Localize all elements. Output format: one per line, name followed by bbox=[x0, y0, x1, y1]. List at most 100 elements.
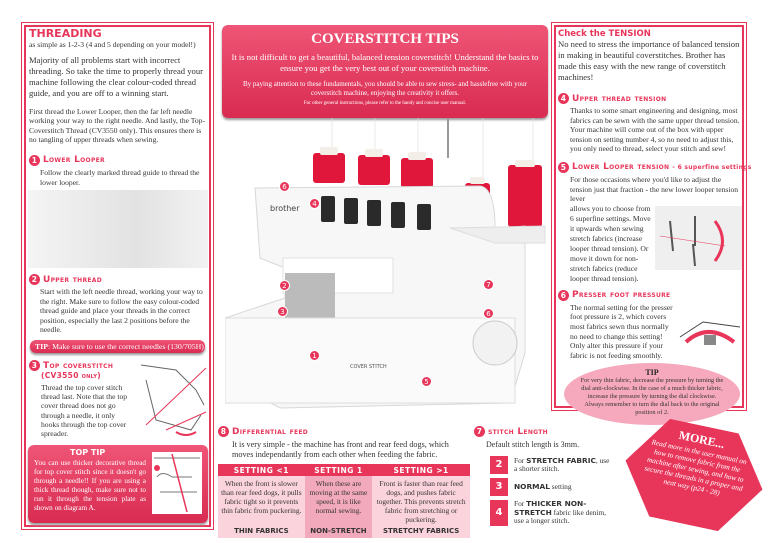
heading-text: stitch Length bbox=[488, 426, 548, 437]
top-coverstitch-sub: (CV3550 only) bbox=[41, 371, 102, 380]
row-pre: For bbox=[514, 455, 527, 465]
row-bold: THICKER NON-STRETCH bbox=[514, 499, 587, 517]
cell-text: When these are moving at the same speed,… bbox=[304, 476, 373, 524]
cell-footer: NON-STRETCH bbox=[304, 524, 373, 538]
cell-text: Front is faster than rear feed dogs, and… bbox=[372, 476, 470, 524]
tip-label: TIP bbox=[35, 342, 48, 351]
heading-text: Differential feed bbox=[232, 426, 309, 437]
tension-title: Check the TENSION bbox=[558, 29, 651, 39]
machine-marker: 5 bbox=[421, 376, 432, 387]
step-number: 3 bbox=[29, 360, 40, 371]
row-bold: NORMAL bbox=[514, 481, 550, 491]
threading-panel bbox=[21, 22, 214, 530]
threading-order: First thread the Lower Looper, then the … bbox=[29, 106, 205, 145]
top-tip-title: TOP TIP bbox=[70, 448, 106, 457]
machine-marker: 6 bbox=[483, 308, 494, 319]
lower-looper-tension-body: For those occasions where you'd like to … bbox=[570, 175, 742, 284]
differential-feed-text: It is very simple - the machine has fron… bbox=[232, 440, 449, 459]
machine-brand: brother bbox=[270, 204, 300, 213]
stitch-length-text: Default stitch length is 3mm. bbox=[486, 440, 580, 449]
threading-subtitle: as simple as 1-2-3 (4 and 5 depending on… bbox=[29, 40, 196, 49]
pressure-tip-text: For very thin fabric, decrease the press… bbox=[580, 377, 724, 416]
row-text: For THICKER NON-STRETCH fabric like deni… bbox=[514, 499, 614, 526]
stitch-value: 4 bbox=[490, 500, 508, 526]
coverstitch-tips-banner: COVERSTITCH TIPS It is not difficult to … bbox=[222, 25, 548, 118]
banner-lead: It is not difficult to get a beautiful, … bbox=[231, 52, 539, 73]
cell-footer: THIN FABRICS bbox=[218, 524, 305, 538]
step-number: 5 bbox=[558, 161, 569, 173]
row-post: , use a shorter stitch. bbox=[514, 455, 610, 473]
row-text: For STRETCH FABRIC, use a shorter stitch… bbox=[514, 455, 614, 474]
stitch-value: 3 bbox=[490, 478, 508, 496]
heading-text: Lower Looper tension bbox=[572, 162, 670, 173]
col-header: SETTING >1 bbox=[372, 464, 470, 476]
lower-looper-tension-text-2: allows you to choose from 6 superfine se… bbox=[570, 203, 651, 283]
upper-thread-tension-text: Thanks to some smart engineering and des… bbox=[570, 106, 740, 154]
coverstitch-machine-image: brother COVER STITCH bbox=[225, 118, 546, 409]
machine-marker: 7 bbox=[483, 279, 494, 290]
looper-lever-image bbox=[655, 205, 742, 270]
heading-text: Upper thread tension bbox=[572, 93, 667, 104]
pressure-tip-title: TIP bbox=[645, 368, 659, 378]
col-header: SETTING 1 bbox=[304, 464, 373, 476]
top-coverstitch-text: Thread the top cover stitch thread last.… bbox=[41, 383, 128, 439]
stitch-length-row: 3 NORMAL setting bbox=[490, 478, 614, 496]
machine-marker: 3 bbox=[277, 306, 288, 317]
step-number: 4 bbox=[558, 93, 569, 104]
threading-title: THREADING bbox=[29, 27, 102, 40]
presser-foot-body: The normal setting for the presser foot … bbox=[570, 303, 742, 361]
heading-text: Presser foot pressure bbox=[572, 290, 671, 301]
upper-thread-text: Start with the left needle thread, worki… bbox=[40, 287, 203, 335]
col-header: SETTING <1 bbox=[218, 464, 305, 476]
heading-suffix: - 6 superfine settings bbox=[672, 163, 752, 171]
row-post: fabric like denim, use a longer stitch. bbox=[514, 507, 606, 525]
step-number: 2 bbox=[29, 274, 40, 285]
machine-marker: 6 bbox=[279, 181, 290, 192]
banner-note: For other general instructions, please r… bbox=[303, 101, 467, 106]
tension-plate-diagram bbox=[152, 452, 202, 514]
cell-text: When the front is slower than rear feed … bbox=[218, 476, 305, 524]
machine-model: COVER STITCH bbox=[350, 364, 387, 370]
heading-text: Top coverstitch bbox=[43, 360, 114, 371]
heading-text: Upper thread bbox=[43, 274, 103, 285]
top-cover-spreader-diagram bbox=[140, 364, 207, 436]
stitch-value: 2 bbox=[490, 456, 508, 474]
tip-text: : Make sure to use the correct needles (… bbox=[48, 342, 204, 351]
machine-detail-image bbox=[28, 190, 208, 268]
row-post: setting bbox=[549, 481, 572, 491]
needle-tip-bar: TIP: Make sure to use the correct needle… bbox=[30, 340, 205, 353]
stitch-length-row: 2 For STRETCH FABRIC, use a shorter stitc… bbox=[490, 456, 614, 474]
banner-title: COVERSTITCH TIPS bbox=[311, 31, 459, 47]
pressure-dial-image bbox=[679, 321, 741, 345]
step-number: 6 bbox=[558, 289, 569, 301]
threading-intro-block: THREADING as simple as 1-2-3 (4 and 5 de… bbox=[29, 27, 209, 187]
row-bold: STRETCH FABRIC bbox=[526, 455, 596, 465]
tension-intro: No need to stress the importance of bala… bbox=[558, 39, 740, 82]
step-number: 7 bbox=[474, 426, 485, 437]
tension-block: Check the TENSION No need to stress the … bbox=[558, 29, 751, 426]
lower-looper-text: Follow the clearly marked thread guide t… bbox=[40, 167, 200, 187]
cell-footer: STRETCHY FABRICS bbox=[372, 524, 470, 538]
step-number: 1 bbox=[29, 154, 40, 166]
step-number: 8 bbox=[218, 426, 229, 437]
machine-marker: 1 bbox=[309, 350, 320, 361]
threading-intro: Majority of all problems start with inco… bbox=[29, 54, 203, 98]
heading-text: Lower Looper bbox=[43, 155, 105, 166]
lower-looper-tension-text: For those occasions where you'd like to … bbox=[570, 174, 739, 204]
pressure-tip-ellipse: TIP For very thin fabric, decrease the p… bbox=[564, 363, 740, 426]
top-tip-text: You can use thicker decorative thread fo… bbox=[34, 459, 146, 512]
machine-marker: 4 bbox=[309, 198, 320, 209]
row-text: NORMAL setting bbox=[514, 481, 614, 492]
row-pre: For bbox=[514, 499, 527, 508]
